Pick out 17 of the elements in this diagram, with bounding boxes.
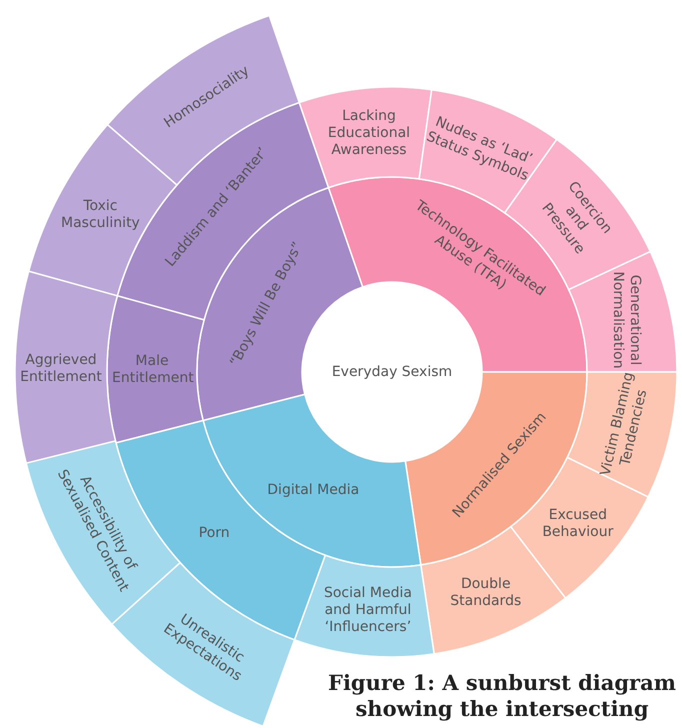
segment-label: Excused Behaviour	[541, 506, 614, 541]
sunburst-segment	[25, 440, 181, 625]
sunburst-segment	[566, 371, 678, 498]
sunburst-segment	[106, 295, 205, 444]
segment-label: Digital Media	[266, 482, 360, 500]
segment-label: Male Entitlement	[112, 352, 192, 387]
segment-label: Toxic Masculinity	[60, 198, 141, 232]
segment-label: Lacking Educational Awareness	[326, 108, 412, 159]
segment-label: Generational Normalisation	[609, 270, 644, 370]
segment-label: Everyday Sexism	[330, 364, 454, 380]
segment-label: Aggrieved Entitlement	[19, 352, 103, 386]
caption: Figure 1: A sunburst diagram showing the intersecting	[327, 670, 677, 722]
segment-label: Social Media and Harmful ‘Influencers’	[322, 585, 413, 636]
sunburst-segment	[294, 554, 435, 658]
sunburst-segment	[202, 394, 422, 568]
segment-label: Double Standards	[449, 576, 522, 610]
segment-label: Porn	[198, 524, 231, 542]
